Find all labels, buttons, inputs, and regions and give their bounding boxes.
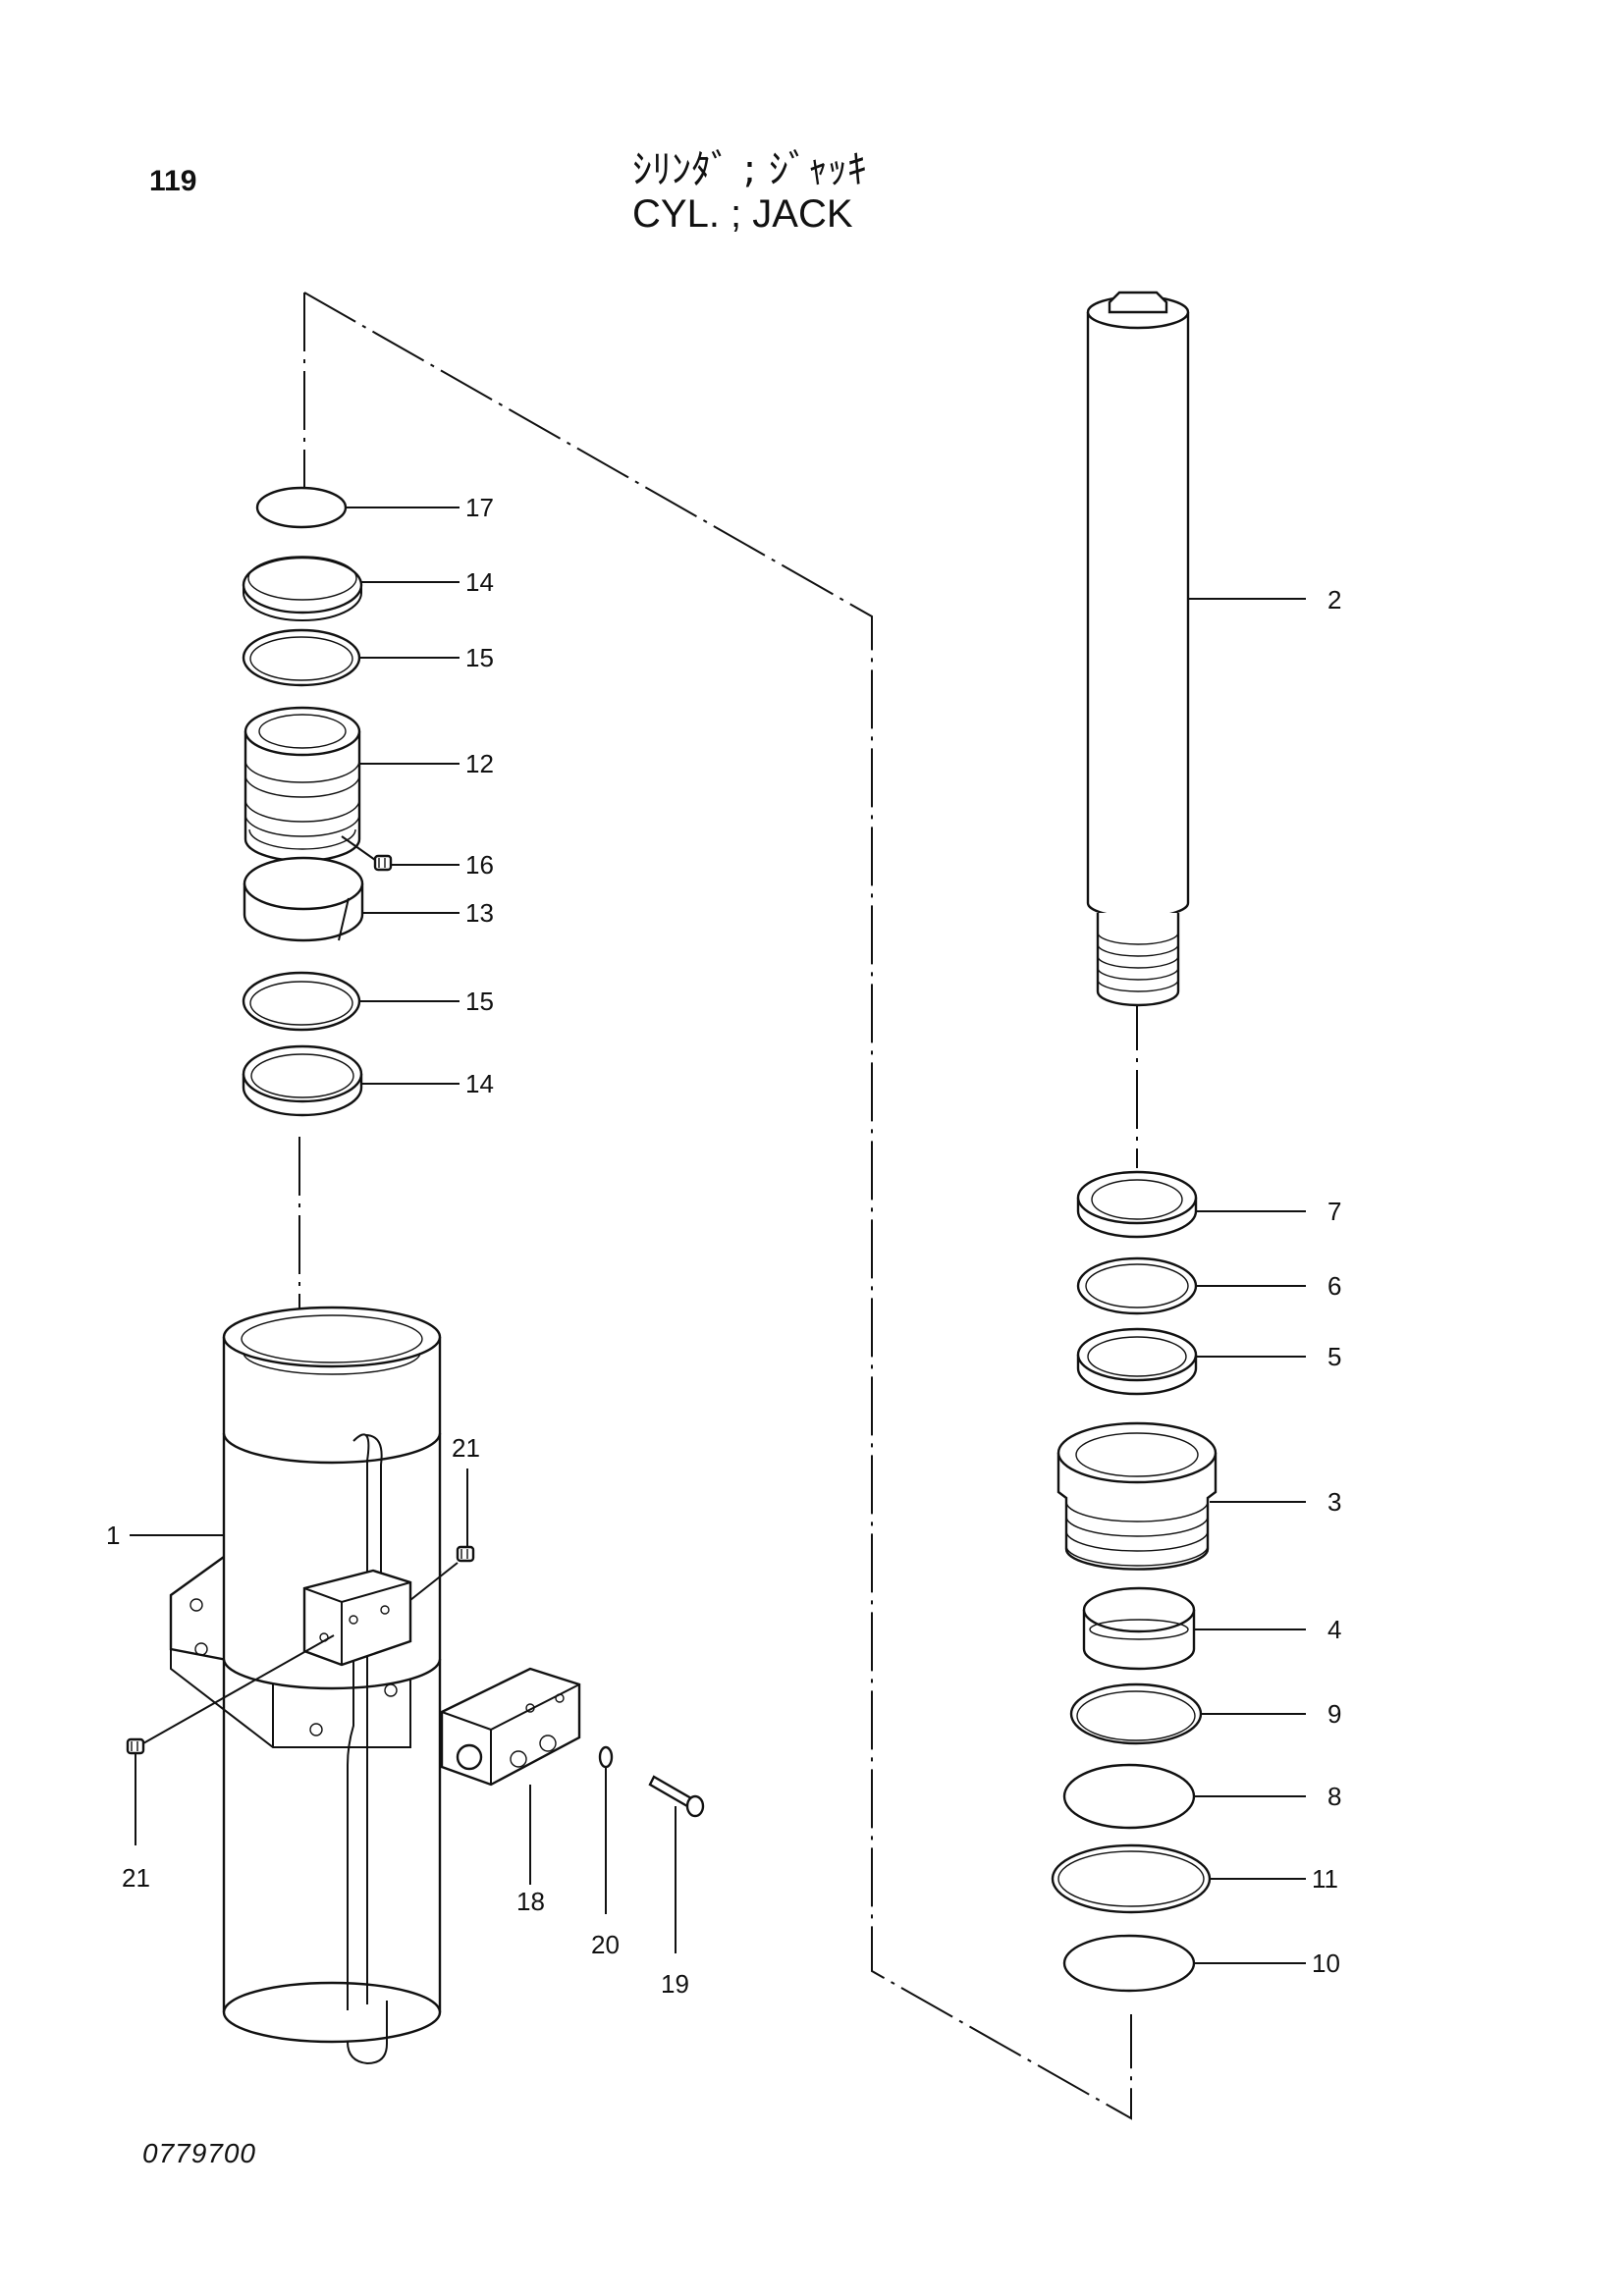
callout-5: 5 [1327, 1342, 1341, 1371]
part-2-piston-rod [1086, 291, 1190, 1007]
callout-8: 8 [1327, 1782, 1341, 1811]
callout-12: 12 [465, 749, 494, 778]
callout-labels: 17 14 15 12 16 13 15 14 1 21 21 18 20 19… [106, 493, 1341, 1999]
callout-16: 16 [465, 850, 494, 880]
callout-6: 6 [1327, 1271, 1341, 1301]
leader-lines [130, 507, 1306, 1964]
part-13-wear-ring [243, 856, 364, 942]
part-21-set-screw-upper [456, 1545, 475, 1563]
part-10-o-ring [1062, 1934, 1196, 1993]
drawing-number: 0779700 [142, 2138, 257, 2168]
callout-4: 4 [1327, 1615, 1341, 1644]
assembly-frame [298, 292, 1138, 2120]
title-english: CYL. ; JACK [632, 192, 853, 236]
part-11-ring [1051, 1843, 1212, 1914]
part-12-piston [244, 706, 361, 863]
part-8-ring [1062, 1763, 1196, 1830]
page-number: 119 [149, 165, 197, 197]
title-japanese: ｼﾘﾝﾀﾞ ; ｼﾞｬｯｷ [632, 147, 867, 192]
callout-13: 13 [465, 898, 494, 928]
part-4-bushing [1082, 1586, 1196, 1671]
callout-19: 19 [661, 1969, 689, 1999]
callout-14-lower: 14 [465, 1069, 494, 1098]
callout-15-upper: 15 [465, 643, 494, 672]
part-21-set-screw-lower [126, 1737, 145, 1755]
callout-20: 20 [591, 1930, 620, 1959]
callout-14-upper: 14 [465, 567, 494, 597]
callout-1: 1 [106, 1521, 120, 1550]
callout-17: 17 [465, 493, 494, 522]
part-20-washer [598, 1745, 614, 1769]
part-1-cylinder-tube [169, 1306, 442, 2065]
callout-2: 2 [1327, 585, 1341, 614]
part-15-seal-lower [242, 971, 361, 1032]
callout-21-lower: 21 [122, 1863, 150, 1893]
part-14-backup-ring-upper [242, 556, 363, 621]
callout-3: 3 [1327, 1487, 1341, 1517]
callout-21-upper: 21 [452, 1433, 480, 1463]
part-16-set-screw [373, 854, 393, 872]
callout-15-lower: 15 [465, 987, 494, 1016]
callout-10: 10 [1312, 1949, 1340, 1978]
part-18-valve [440, 1667, 581, 1787]
part-15-seal-upper [242, 628, 361, 687]
part-9-ring [1069, 1682, 1203, 1745]
part-6-seal [1076, 1256, 1198, 1315]
part-14-backup-ring-lower [242, 1044, 363, 1117]
callout-11: 11 [1312, 1864, 1338, 1894]
callout-7: 7 [1327, 1197, 1341, 1226]
part-7-backup-ring [1076, 1170, 1198, 1239]
callout-9: 9 [1327, 1699, 1341, 1729]
part-19-bolt [648, 1775, 705, 1818]
callout-18: 18 [516, 1887, 545, 1916]
part-5-seal [1076, 1327, 1198, 1396]
part-17-o-ring [255, 486, 348, 529]
part-3-rod-cover [1056, 1421, 1218, 1571]
